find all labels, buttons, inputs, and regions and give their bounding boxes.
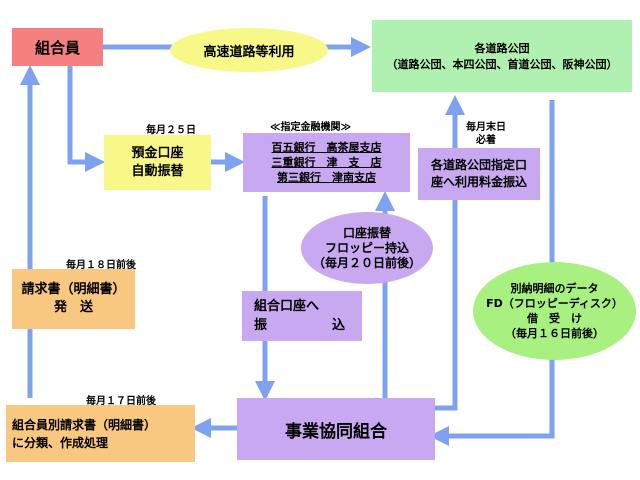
highway-use-ellipse: 高速道路等利用: [170, 28, 328, 72]
arrow-coop-to-road: [435, 95, 465, 411]
auto-debit-box: 預金口座 自動振替: [104, 135, 211, 190]
timing-day18: 毎月１８日前後: [66, 260, 136, 271]
road-corps-box: 各道路公団 （道路公団、本四公団、首道公団、阪神公団）: [372, 20, 632, 92]
member-box: 組合員: [12, 28, 103, 66]
bank-header: ≪指定金融機関≫: [270, 122, 351, 133]
fd-borrow-ellipse: 別納明細のデータ FD（フロッピーディスク） 借 受 け （毎月１６日前後）: [473, 262, 636, 360]
union-transfer-line1: 組合口座へ: [254, 299, 320, 314]
timing-day25: 毎月２５日: [146, 125, 196, 136]
bank-box: 百五銀行 高茶屋支店 三重銀行 津 支 店 第三銀行 津南支店: [243, 133, 410, 192]
timing-month-end: 毎月末日 必着: [466, 122, 506, 146]
floppy-bring-ellipse: 口座振替 フロッピー持込 （毎月２０日前後）: [301, 212, 433, 284]
arrow-member-to-debit: [67, 66, 105, 172]
bank-2: 三重銀行 津 支 店: [271, 156, 382, 169]
cooperative-label: 事業協同組合: [285, 421, 387, 442]
member-label: 組合員: [34, 38, 80, 57]
classify-box: 組合員別請求書（明細書） に分類、作成処理: [6, 405, 195, 462]
road-transfer-box: 各道路公団指定口 座へ利用料金振込: [418, 148, 540, 200]
highway-use-label: 高速道路等利用: [203, 44, 295, 60]
road-corps-title: 各道路公団: [474, 42, 530, 55]
union-transfer-box: 組合口座へ 振 込: [242, 291, 362, 341]
road-corps-list: （道路公団、本四公団、首道公団、阪神公団）: [386, 58, 618, 71]
union-transfer-line2: 振 込: [254, 318, 346, 333]
cooperative-box: 事業協同組合: [237, 398, 435, 460]
arrow-road-to-coop: [429, 100, 555, 446]
timing-day17: 毎月１７日前後: [86, 396, 156, 407]
bank-3: 第三銀行 津南支店: [277, 171, 376, 184]
bank-1: 百五銀行 高茶屋支店: [271, 141, 382, 154]
invoice-send-box: 請求書（明細書） 発 送: [12, 269, 135, 329]
